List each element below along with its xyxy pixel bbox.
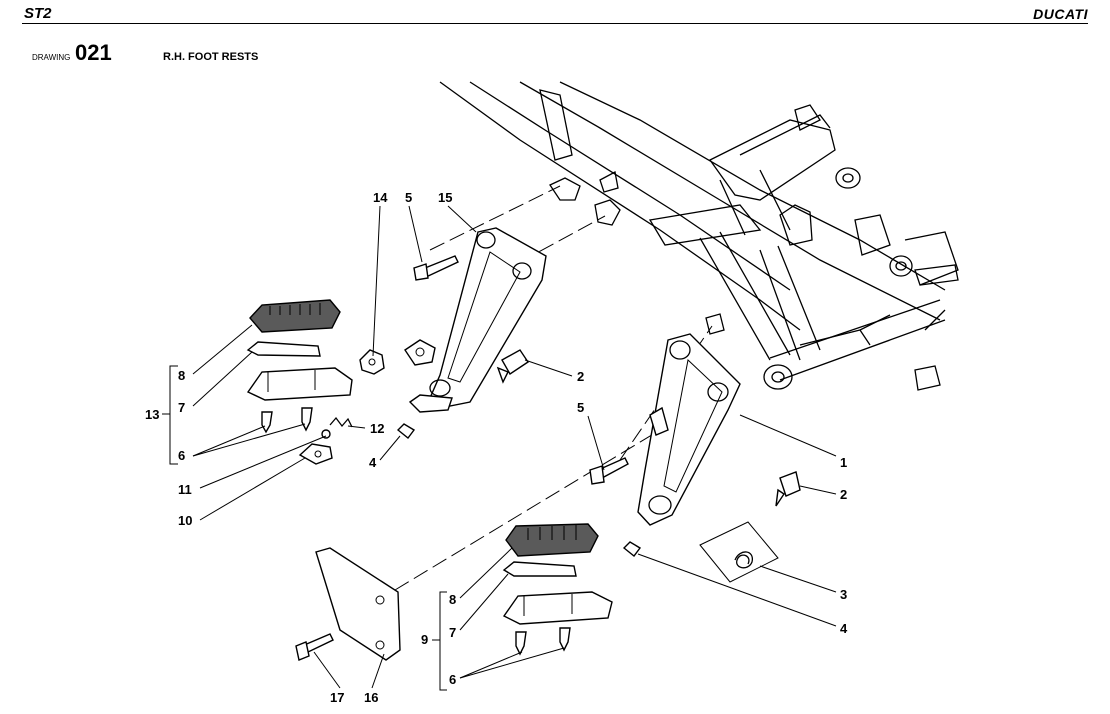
- footrest-pad-upper: [246, 341, 321, 357]
- rider-footrest-rubber-upper: [249, 299, 341, 333]
- pin-upper: [501, 349, 529, 375]
- callout-7-lower: 7: [449, 625, 456, 640]
- screw-lower-a: [515, 631, 527, 656]
- callout-12: 12: [370, 421, 384, 436]
- callout-6-lower: 6: [449, 672, 456, 687]
- drawing-number: 021: [75, 40, 112, 65]
- spring-lower: [734, 551, 753, 569]
- callout-8-upper: 8: [178, 368, 185, 383]
- motorcycle-frame: [439, 81, 959, 391]
- callout-labels: 14 5 15 2 4 12 8 7 13 6 11 10 5 1 2 3 4 …: [145, 190, 848, 705]
- footrest-peg-upper: [246, 367, 353, 401]
- callout-14: 14: [373, 190, 388, 205]
- callout-10: 10: [178, 513, 192, 528]
- ball-upper: [321, 429, 331, 439]
- callout-11: 11: [178, 482, 192, 497]
- callout-9: 9: [421, 632, 428, 647]
- leader-lines: [162, 205, 837, 691]
- callout-5-lower: 5: [577, 400, 584, 415]
- passenger-footrest-bracket: [637, 333, 741, 526]
- passenger-footrest-rubber: [505, 523, 599, 557]
- brand-logo: DUCATI: [1033, 6, 1088, 22]
- footrest-pad-lower: [502, 561, 577, 577]
- callout-7-upper: 7: [178, 400, 185, 415]
- callout-17: 17: [330, 690, 344, 705]
- pin-lower: [779, 471, 801, 497]
- heel-guard: [315, 547, 401, 661]
- rider-footrest-bracket: [404, 227, 547, 413]
- callout-2-upper: 2: [577, 369, 584, 384]
- clip-upper: [396, 423, 416, 439]
- plate-upper: [298, 443, 333, 465]
- spring-window: [699, 521, 779, 583]
- drawing-label: DRAWING: [32, 53, 71, 62]
- callout-4-lower: 4: [840, 621, 848, 636]
- callout-13: 13: [145, 407, 159, 422]
- callout-4-upper: 4: [369, 455, 377, 470]
- screw-upper-b: [301, 407, 313, 432]
- callout-16: 16: [364, 690, 378, 705]
- callout-2-lower: 2: [840, 487, 847, 502]
- clip-lower: [622, 541, 642, 557]
- washer-14: [359, 349, 385, 375]
- screw-upper-a: [261, 411, 273, 434]
- drawing-title: R.H. FOOT RESTS: [163, 51, 259, 63]
- footrest-peg-lower: [502, 591, 613, 625]
- callout-15: 15: [438, 190, 452, 205]
- callout-8-lower: 8: [449, 592, 456, 607]
- model-title: ST2: [24, 5, 52, 22]
- callout-6-upper: 6: [178, 448, 185, 463]
- header-rule: [22, 23, 1088, 24]
- callout-3: 3: [840, 587, 847, 602]
- spring-upper: [329, 416, 353, 428]
- screw-lower-b: [559, 627, 571, 652]
- callout-1: 1: [840, 455, 847, 470]
- callout-5-upper: 5: [405, 190, 412, 205]
